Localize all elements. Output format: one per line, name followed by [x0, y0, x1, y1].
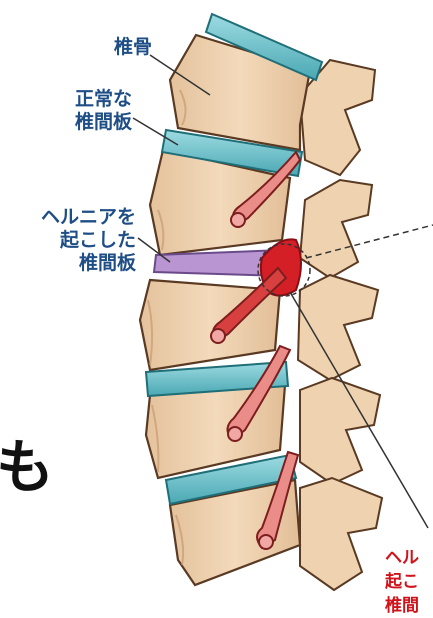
partial-heading-char: も — [0, 438, 54, 496]
spinous-processes — [298, 60, 382, 590]
partial-side-label: ヘル 起こ 椎間 — [385, 546, 419, 618]
herniated-disc-label: ヘルニアを 起こした 椎間板 — [4, 206, 136, 275]
vertebra-label: 椎骨 — [86, 36, 152, 59]
normal-disc-label: 正常な 椎間板 — [52, 88, 132, 134]
